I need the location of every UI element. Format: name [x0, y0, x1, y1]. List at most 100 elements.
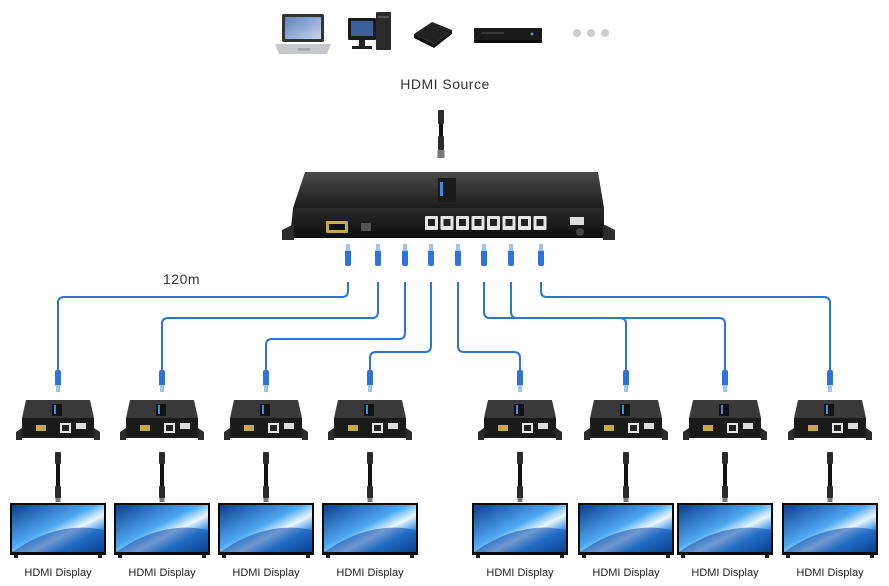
hdmi-receiver	[16, 400, 100, 502]
hdmi-lead-cable	[160, 464, 164, 486]
hdmi-display-label: HDMI Display	[24, 567, 92, 579]
receiver-logo	[826, 405, 828, 414]
hdmi-lead-cable	[264, 464, 268, 486]
receiver-ear-right	[406, 428, 412, 440]
receiver-ear-right	[556, 428, 562, 440]
hdmi-display-label: HDMI Display	[128, 567, 196, 579]
cable-connector-top	[538, 250, 544, 266]
hdmi-receivers	[10, 400, 878, 558]
cable-connector-bottom	[827, 370, 833, 386]
cable-plug-top	[539, 244, 543, 251]
cable-plug-top	[482, 244, 486, 251]
receiver-ear-left	[788, 428, 794, 440]
hdmi-lead-tip	[623, 498, 629, 502]
display-wave	[474, 527, 566, 552]
cat-cable	[369, 282, 432, 374]
hdmi-lead-tip	[263, 498, 269, 502]
rj45-port-socket	[474, 219, 482, 226]
receiver-ear-left	[120, 428, 126, 440]
cable-plug-bottom	[828, 385, 832, 392]
display-foot-left	[326, 555, 330, 558]
receiver-rj45-socket	[374, 425, 381, 431]
receiver-hdmi-port	[703, 425, 713, 431]
source-hdmi-cable	[437, 110, 445, 158]
hdmi-lead-plug-top	[159, 452, 165, 464]
cable-plug-bottom	[160, 385, 164, 392]
receiver-rj45-socket	[62, 425, 69, 431]
hdmi-receiver	[683, 400, 767, 502]
cat-cable	[161, 282, 379, 374]
cable-plug-top	[376, 244, 380, 251]
receiver-tag	[848, 423, 858, 429]
display-foot-right	[870, 555, 874, 558]
hdmi-lead-plug-bottom	[517, 486, 523, 498]
hdmi-display-label: HDMI Display	[796, 567, 864, 579]
receiver-tag	[180, 423, 190, 429]
receiver-logo-plate	[260, 404, 270, 416]
splitter-rj45-ports	[425, 216, 547, 230]
display-wave	[324, 527, 416, 552]
hdmi-lead-plug-bottom	[623, 486, 629, 498]
hdmi-receiver	[584, 400, 668, 502]
hdmi-lead-plug-top	[827, 452, 833, 464]
receiver-ear-left	[478, 428, 484, 440]
desktop-computer-icon	[348, 12, 391, 50]
hdmi-display	[782, 503, 878, 558]
hdmi-display	[677, 503, 773, 558]
cable-connector-top	[455, 250, 461, 266]
receiver-tag	[743, 423, 753, 429]
receiver-logo-plate	[52, 404, 62, 416]
receiver-ear-left	[16, 428, 22, 440]
receiver-hdmi-port	[348, 425, 358, 431]
display-wave	[12, 527, 104, 552]
display-wave	[220, 527, 312, 552]
receiver-logo-plate	[364, 404, 374, 416]
display-foot-left	[681, 555, 685, 558]
cable-connector-top	[428, 250, 434, 266]
receiver-hdmi-port	[808, 425, 818, 431]
hdmi-display	[472, 503, 568, 558]
receiver-logo-plate	[620, 404, 630, 416]
cable-connector-bottom	[55, 370, 61, 386]
hdmi-lead-plug-bottom	[159, 486, 165, 498]
receiver-hdmi-port	[604, 425, 614, 431]
receiver-hdmi-port	[140, 425, 150, 431]
cable-connector-bottom	[367, 370, 373, 386]
hdmi-lead-cable	[368, 464, 372, 486]
cable-connector-bottom	[159, 370, 165, 386]
receiver-ear-right	[761, 428, 767, 440]
cable-plug-top	[429, 244, 433, 251]
cat-cable	[483, 282, 627, 374]
display-wave	[784, 527, 876, 552]
hdmi-lead-cable	[624, 464, 628, 486]
receiver-tag	[76, 423, 86, 429]
receiver-ear-right	[866, 428, 872, 440]
hdmi-lead-plug-top	[367, 452, 373, 464]
hdmi-lead-cable	[723, 464, 727, 486]
hdmi-lead-plug-bottom	[55, 486, 61, 498]
receiver-hdmi-port	[36, 425, 46, 431]
cable-connector-bottom	[623, 370, 629, 386]
hdmi-lead-plug-bottom	[827, 486, 833, 498]
rj45-port-socket	[459, 219, 466, 226]
hdmi-display	[578, 503, 674, 558]
cable-connector-bottom	[263, 370, 269, 386]
cable-plug-top	[403, 244, 407, 251]
cable-plug-bottom	[518, 385, 522, 392]
hdmi-lead-cable	[828, 464, 832, 486]
cable-distance-label: 120m	[163, 271, 201, 287]
receiver-logo	[721, 405, 723, 414]
receiver-rj45-socket	[834, 425, 841, 431]
display-foot-left	[118, 555, 122, 558]
receiver-rj45-socket	[729, 425, 736, 431]
receiver-tag	[538, 423, 548, 429]
cable-plug-bottom	[56, 385, 60, 392]
receiver-rj45-socket	[524, 425, 531, 431]
display-foot-right	[560, 555, 564, 558]
display-foot-right	[98, 555, 102, 558]
cat-cable	[540, 282, 831, 374]
rj45-port-socket	[521, 219, 528, 226]
rj45-port-socket	[443, 219, 451, 226]
